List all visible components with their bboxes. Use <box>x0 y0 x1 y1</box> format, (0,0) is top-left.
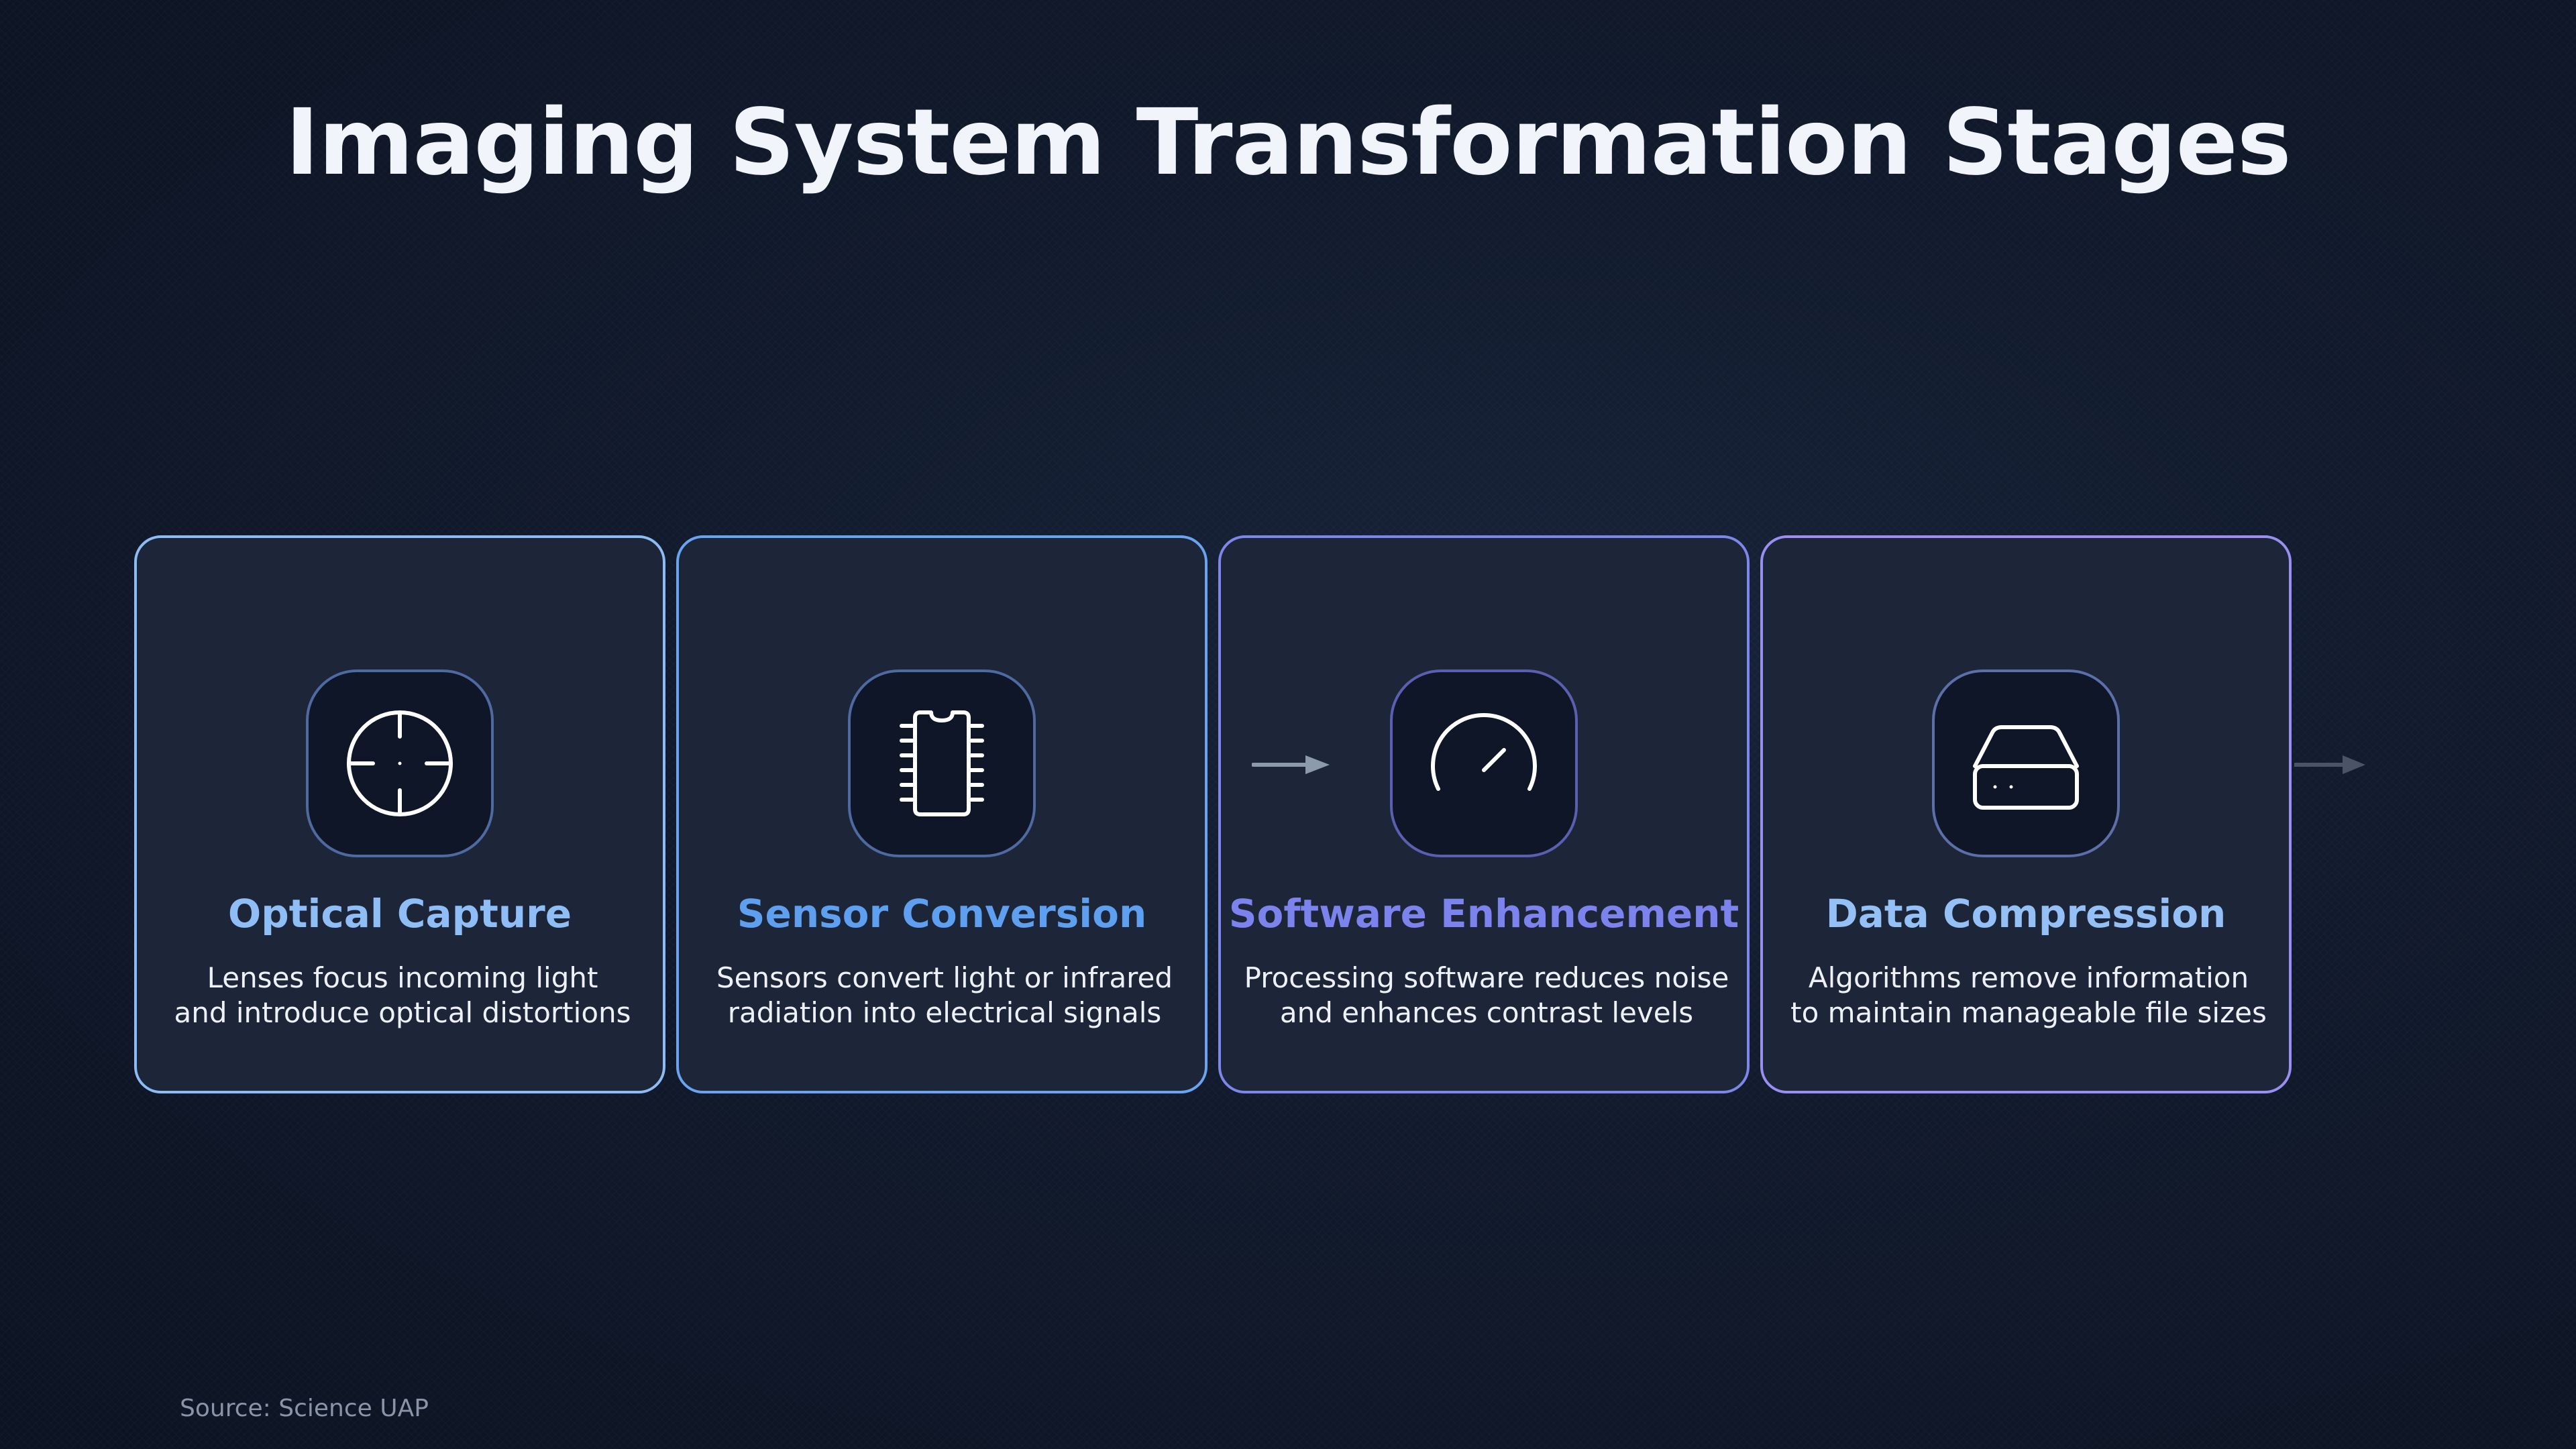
icon-container <box>1932 669 2120 857</box>
description-line: Algorithms remove information <box>1808 961 2249 994</box>
source-caption: Source: Science UAP <box>180 1395 429 1422</box>
stage-title: Sensor Conversion <box>737 891 1147 936</box>
stage-description: Sensors convert light or infrared radiat… <box>692 961 1197 1030</box>
gauge-icon <box>1431 713 1537 791</box>
stage-card-data-compression: Data Compression Algorithms remove infor… <box>1760 535 2292 1093</box>
stage-card-software-enhancement: Software Enhancement Processing software… <box>1218 535 1750 1093</box>
stage-card-sensor-conversion: Sensor Conversion Sensors convert light … <box>676 535 1208 1093</box>
arrow-right-icon <box>2294 755 2365 774</box>
stage-title: Data Compression <box>1825 891 2226 936</box>
icon-container <box>1390 669 1578 857</box>
description-line: and enhances contrast levels <box>1279 996 1694 1029</box>
stage-description: Algorithms remove information to maintai… <box>1776 961 2281 1030</box>
hard-drive-icon <box>1973 725 2079 810</box>
description-line: Sensors convert light or infrared <box>716 961 1173 994</box>
description-line: radiation into electrical signals <box>727 996 1162 1029</box>
description-line: and introduce optical distortions <box>174 996 631 1029</box>
description-line: to maintain manageable file sizes <box>1790 996 2267 1029</box>
stage-title: Optical Capture <box>227 891 572 936</box>
stage-card-optical-capture: Optical Capture Lenses focus incoming li… <box>134 535 665 1093</box>
arrow-right-icon <box>1252 755 1330 774</box>
icon-container <box>848 669 1036 857</box>
stage-description: Lenses focus incoming light and introduc… <box>150 961 655 1030</box>
chip-icon <box>900 710 984 816</box>
icon-container <box>306 669 494 857</box>
description-line: Lenses focus incoming light <box>207 961 598 994</box>
description-line: Processing software reduces noise <box>1244 961 1729 994</box>
page-title: Imaging System Transformation Stages <box>285 90 2292 196</box>
crosshair-icon <box>347 710 453 816</box>
stage-title: Software Enhancement <box>1228 891 1739 936</box>
stage-description: Processing software reduces noise and en… <box>1234 961 1739 1030</box>
